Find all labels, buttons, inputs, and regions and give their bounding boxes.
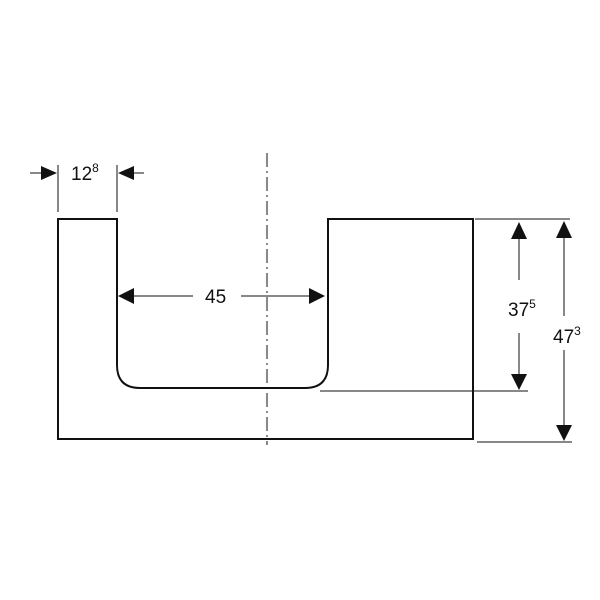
overall-height-dimension: 473 [477, 221, 581, 443]
overall-height-superscript: 3 [574, 324, 581, 338]
arrow-right [41, 166, 57, 180]
arrow-right [309, 288, 325, 304]
inner-width-dimension: 45 [118, 287, 325, 308]
overall-height-value: 47 [553, 327, 574, 348]
left-wall-dimension: 128 [30, 161, 144, 212]
arrow-left [118, 166, 134, 180]
arrow-up [511, 222, 527, 239]
arrow-left [118, 288, 134, 304]
arrow-down [556, 425, 572, 441]
left-wall-superscript: 8 [92, 161, 99, 175]
left-wall-value: 12 [71, 164, 92, 185]
arrow-up [556, 221, 572, 238]
left-wall-label: 128 [71, 161, 99, 185]
inner-width-value: 45 [205, 287, 226, 308]
inner-width-label: 45 [205, 287, 226, 308]
inner-depth-superscript: 5 [529, 297, 536, 311]
inner-depth-value: 37 [508, 300, 529, 321]
profile-outline [57, 218, 474, 440]
arrow-down [511, 374, 527, 390]
inner-depth-dimension: 375 [320, 218, 570, 392]
inner-depth-label: 375 [508, 297, 536, 321]
overall-height-label: 473 [553, 324, 581, 348]
